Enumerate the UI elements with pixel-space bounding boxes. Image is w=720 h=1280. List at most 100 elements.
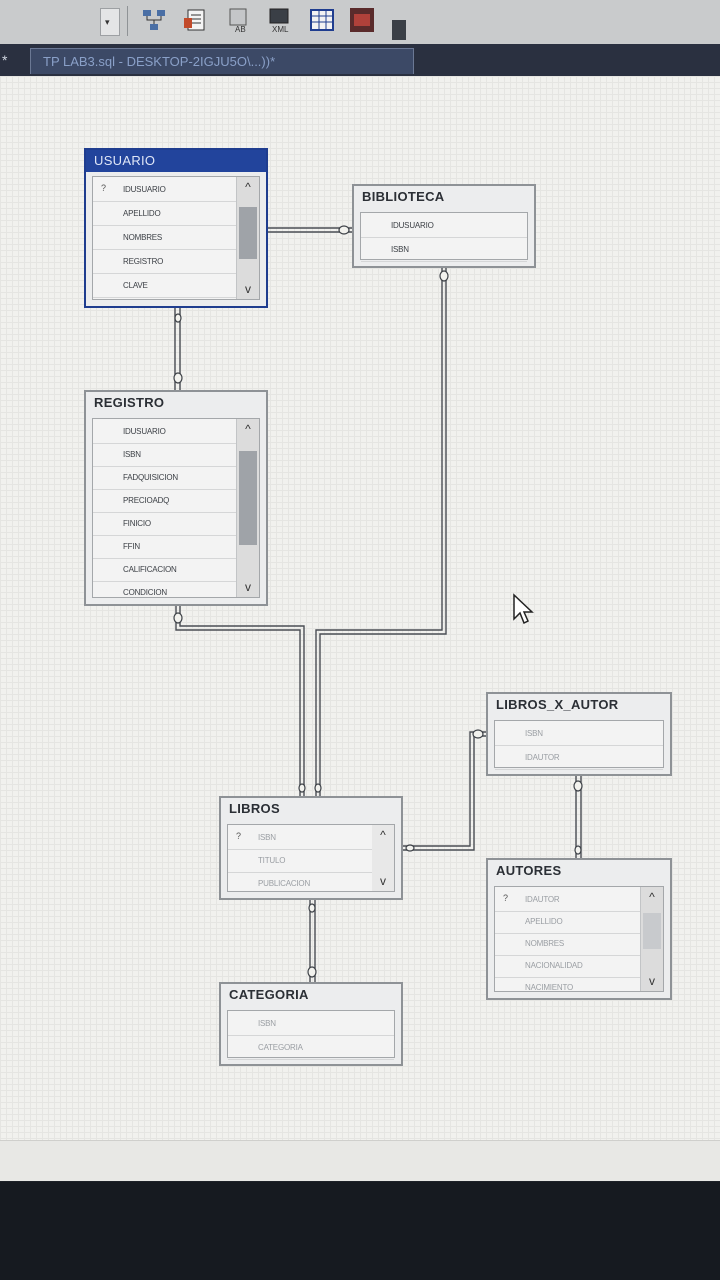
column-name: FFIN bbox=[123, 542, 140, 551]
column-row[interactable]: NACIMIENTO bbox=[495, 975, 645, 999]
scroll-up-icon[interactable]: ^ bbox=[245, 180, 251, 194]
column-name: PRECIOADQ bbox=[123, 496, 170, 505]
key-endpoint-icon bbox=[308, 903, 316, 913]
table-biblioteca[interactable]: BIBLIOTECA IDUSUARIO ISBN bbox=[352, 184, 536, 268]
column-name: APELLIDO bbox=[123, 209, 161, 218]
table-categoria[interactable]: CATEGORIA ISBN CATEGORIA bbox=[219, 982, 403, 1066]
designer-toolbar: ▾ AB XML bbox=[0, 0, 720, 45]
column-grid: IDUSUARIO ISBN FADQUISICION PRECIOADQ FI… bbox=[92, 418, 260, 598]
table-registro[interactable]: REGISTRO IDUSUARIO ISBN FADQUISICION PRE… bbox=[84, 390, 268, 606]
column-name: IDUSUARIO bbox=[123, 427, 166, 436]
column-row[interactable]: CATEGORIA bbox=[228, 1035, 394, 1060]
column-row[interactable]: PRECIOADQ bbox=[93, 488, 241, 513]
column-name: FADQUISICION bbox=[123, 473, 178, 482]
scroll-down-icon[interactable]: v bbox=[245, 580, 251, 594]
column-name: IDAUTOR bbox=[525, 895, 560, 904]
column-row[interactable]: ISBN bbox=[495, 721, 663, 746]
column-name: NACIMIENTO bbox=[525, 983, 574, 992]
column-row[interactable]: REGISTRO bbox=[93, 249, 241, 274]
vertical-scrollbar[interactable]: ^ v bbox=[236, 177, 259, 299]
vertical-scrollbar[interactable]: ^ v bbox=[372, 825, 394, 891]
modified-marker: * bbox=[2, 52, 8, 68]
tab-diagram-document[interactable]: TP LAB3.sql - DESKTOP-2IGJU5O\...))* bbox=[30, 48, 414, 74]
column-row[interactable]: ?ISBN bbox=[228, 825, 376, 850]
toolbar-dropdown[interactable]: ▾ bbox=[100, 8, 120, 36]
column-row[interactable]: FINICIO bbox=[93, 511, 241, 536]
column-row[interactable]: ISBN bbox=[361, 237, 527, 262]
canvas-footer bbox=[0, 1140, 720, 1181]
rename-icon[interactable]: AB bbox=[224, 6, 252, 34]
column-row[interactable]: ?IDUSUARIO bbox=[93, 177, 241, 202]
toolbar-overflow-button[interactable] bbox=[392, 20, 406, 40]
table-properties-icon[interactable] bbox=[182, 6, 210, 34]
infinity-endpoint-icon bbox=[338, 225, 350, 235]
table-usuario[interactable]: USUARIO ?IDUSUARIO APELLIDO NOMBRES REGI… bbox=[84, 148, 268, 308]
column-row[interactable]: ISBN bbox=[228, 1011, 394, 1036]
table-title: AUTORES bbox=[496, 863, 562, 878]
column-row[interactable]: CALIFICACION bbox=[93, 557, 241, 582]
column-name: APELLIDO bbox=[525, 917, 563, 926]
column-row[interactable]: APELLIDO bbox=[93, 201, 241, 226]
scroll-thumb[interactable] bbox=[239, 451, 257, 545]
scroll-up-icon[interactable]: ^ bbox=[245, 422, 251, 436]
infinity-endpoint-icon bbox=[307, 966, 317, 978]
column-grid: ? IDAUTOR APELLIDO NOMBRES NACIONALIDAD N… bbox=[494, 886, 664, 992]
scroll-down-icon[interactable]: v bbox=[649, 974, 655, 988]
column-name: IDAUTOR bbox=[525, 753, 560, 762]
column-row[interactable]: PUBLICACION bbox=[228, 871, 376, 895]
primary-key-icon: ? bbox=[503, 893, 509, 903]
column-name: CALIFICACION bbox=[123, 565, 177, 574]
column-row[interactable]: IDAUTOR bbox=[495, 745, 663, 770]
table-libros[interactable]: LIBROS ?ISBN TITULO PUBLICACION ^ v bbox=[219, 796, 403, 900]
scroll-down-icon[interactable]: v bbox=[380, 874, 386, 888]
column-row[interactable]: ISBN bbox=[93, 442, 241, 467]
infinity-endpoint-icon bbox=[173, 372, 183, 384]
link-registro-libros bbox=[175, 606, 305, 796]
column-name: NOMBRES bbox=[123, 233, 163, 242]
grid-view-icon[interactable] bbox=[308, 6, 336, 34]
mouse-pointer-icon bbox=[513, 593, 534, 625]
column-name: ISBN bbox=[525, 729, 543, 738]
column-name: ISBN bbox=[391, 245, 409, 254]
column-row[interactable]: TITULO bbox=[228, 848, 376, 873]
column-name: FINICIO bbox=[123, 519, 151, 528]
primary-key-icon: ? bbox=[101, 183, 107, 193]
table-autores[interactable]: AUTORES ? IDAUTOR APELLIDO NOMBRES NACION… bbox=[486, 858, 672, 1000]
scroll-up-icon[interactable]: ^ bbox=[649, 890, 655, 904]
column-row[interactable]: NOMBRES bbox=[93, 225, 241, 250]
link-libros-librosxautor bbox=[403, 731, 486, 851]
generate-script-icon[interactable]: XML bbox=[266, 6, 294, 34]
chevron-down-icon: ▾ bbox=[105, 17, 110, 27]
toolbar-separator bbox=[127, 6, 128, 36]
column-row[interactable]: FADQUISICION bbox=[93, 465, 241, 490]
column-row[interactable]: NACIONALIDAD bbox=[495, 953, 645, 978]
vertical-scrollbar[interactable]: ^ v bbox=[640, 887, 663, 991]
column-row[interactable]: CLAVE bbox=[93, 273, 241, 298]
relationship-icon[interactable] bbox=[140, 6, 168, 34]
infinity-endpoint-icon bbox=[573, 780, 583, 792]
column-row[interactable]: ? IDAUTOR bbox=[495, 887, 645, 912]
column-grid: ?IDUSUARIO APELLIDO NOMBRES REGISTRO CLA… bbox=[92, 176, 260, 300]
key-endpoint-icon bbox=[174, 313, 182, 323]
column-row[interactable]: IDUSUARIO bbox=[93, 419, 241, 444]
column-name: ISBN bbox=[258, 833, 276, 842]
column-row[interactable]: FFIN bbox=[93, 534, 241, 559]
zoom-icon[interactable] bbox=[348, 6, 376, 34]
column-name: NACIONALIDAD bbox=[525, 961, 583, 970]
key-endpoint-icon bbox=[574, 845, 582, 855]
column-name: IDUSUARIO bbox=[391, 221, 434, 230]
table-title: LIBROS_X_AUTOR bbox=[496, 697, 619, 712]
table-libros-x-autor[interactable]: LIBROS_X_AUTOR ISBN IDAUTOR bbox=[486, 692, 672, 776]
column-row[interactable]: IDUSUARIO bbox=[361, 213, 527, 238]
column-grid: ISBN IDAUTOR bbox=[494, 720, 664, 770]
scroll-thumb[interactable] bbox=[643, 913, 661, 949]
scroll-up-icon[interactable]: ^ bbox=[380, 828, 386, 842]
scroll-thumb[interactable] bbox=[239, 207, 257, 259]
column-row[interactable]: NOMBRES bbox=[495, 931, 645, 956]
svg-text:XML: XML bbox=[272, 25, 289, 34]
column-row[interactable]: CONDICION bbox=[93, 580, 241, 604]
column-row[interactable]: APELLIDO bbox=[495, 909, 645, 934]
vertical-scrollbar[interactable]: ^ v bbox=[236, 419, 259, 597]
key-endpoint-icon bbox=[314, 783, 322, 793]
scroll-down-icon[interactable]: v bbox=[245, 282, 251, 296]
